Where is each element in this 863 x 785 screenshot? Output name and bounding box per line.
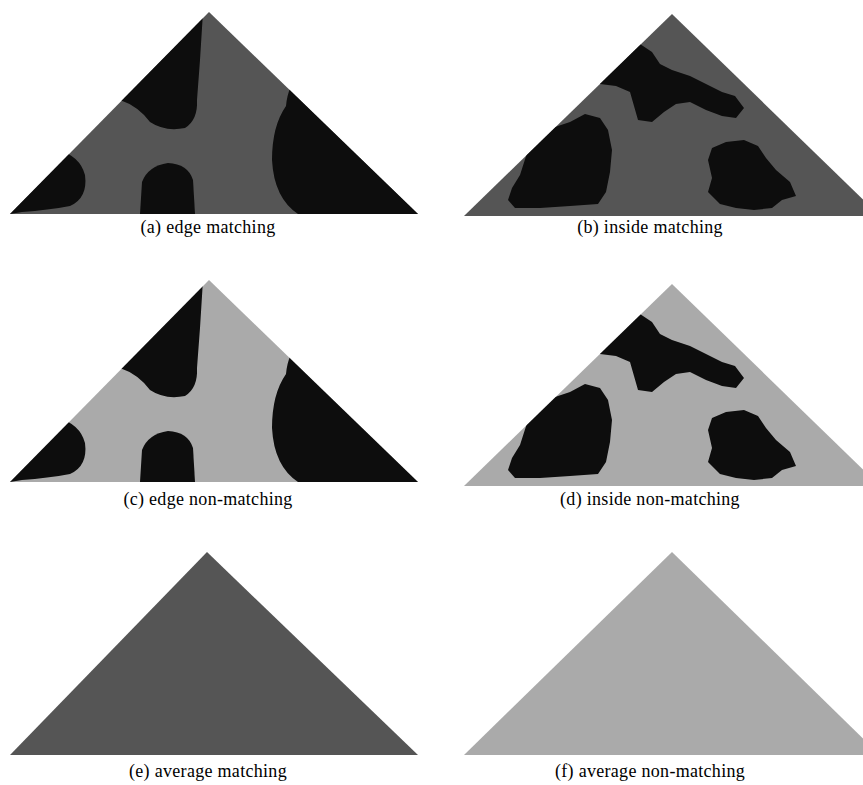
figure-caption: (f) average non-matching bbox=[555, 761, 745, 782]
figure-caption: (c) edge non-matching bbox=[123, 489, 292, 510]
edge-blobs bbox=[10, 12, 430, 214]
average-non-matching-triangle bbox=[464, 552, 863, 755]
figure-caption: (b) inside matching bbox=[577, 217, 723, 238]
inside-blobs bbox=[508, 310, 796, 480]
average-matching-triangle bbox=[10, 552, 418, 755]
triangle-fill bbox=[464, 284, 863, 486]
inside-blobs bbox=[508, 40, 796, 210]
edge-matching-triangle bbox=[10, 12, 430, 214]
inside-non-matching-triangle bbox=[464, 284, 863, 486]
inside-matching-triangle bbox=[464, 14, 863, 216]
figure-caption: (a) edge matching bbox=[140, 217, 275, 238]
edge-non-matching-triangle bbox=[10, 280, 430, 482]
figure-caption: (d) inside non-matching bbox=[560, 489, 740, 510]
edge-blobs bbox=[10, 280, 430, 482]
figure-caption: (e) average matching bbox=[129, 761, 287, 782]
triangle-fill bbox=[464, 14, 863, 216]
